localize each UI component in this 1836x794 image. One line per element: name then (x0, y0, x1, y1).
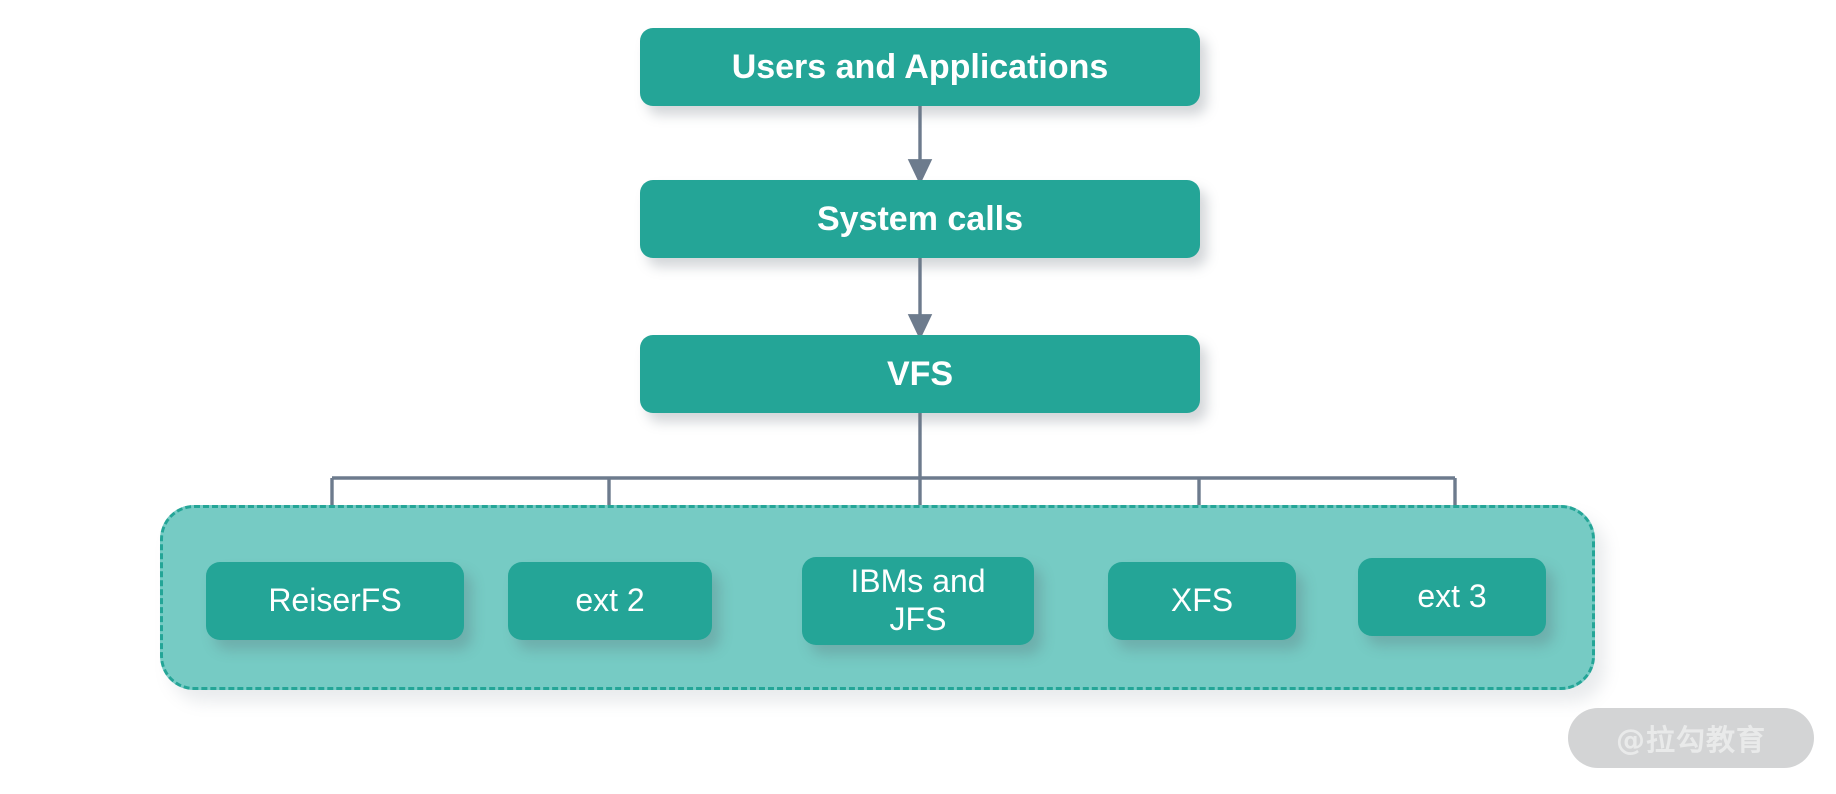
node-ext-2[interactable]: ext 2 (508, 562, 712, 640)
node-reiserfs-label: ReiserFS (268, 582, 402, 619)
filesystem-group-container (160, 505, 1595, 690)
node-vfs-label: VFS (886, 354, 954, 393)
watermark-text: @拉勾教育 (1615, 723, 1766, 757)
node-reiserfs[interactable]: ReiserFS (206, 562, 464, 640)
node-ext-2-label: ext 2 (575, 582, 645, 619)
node-xfs[interactable]: XFS (1108, 562, 1296, 640)
node-ext-3[interactable]: ext 3 (1358, 558, 1546, 636)
node-ext-3-label: ext 3 (1417, 578, 1487, 615)
node-users-and-applications[interactable]: Users and Applications (640, 28, 1200, 106)
watermark-badge: @拉勾教育 (1568, 708, 1814, 768)
node-users-and-applications-label: Users and Applications (731, 47, 1109, 86)
node-system-calls-label: System calls (816, 199, 1024, 238)
node-xfs-label: XFS (1170, 582, 1234, 619)
node-vfs[interactable]: VFS (640, 335, 1200, 413)
node-ibms-and-jfs-label: IBMs and JFS (850, 563, 986, 637)
node-ibms-and-jfs[interactable]: IBMs and JFS (802, 557, 1034, 645)
node-system-calls[interactable]: System calls (640, 180, 1200, 258)
